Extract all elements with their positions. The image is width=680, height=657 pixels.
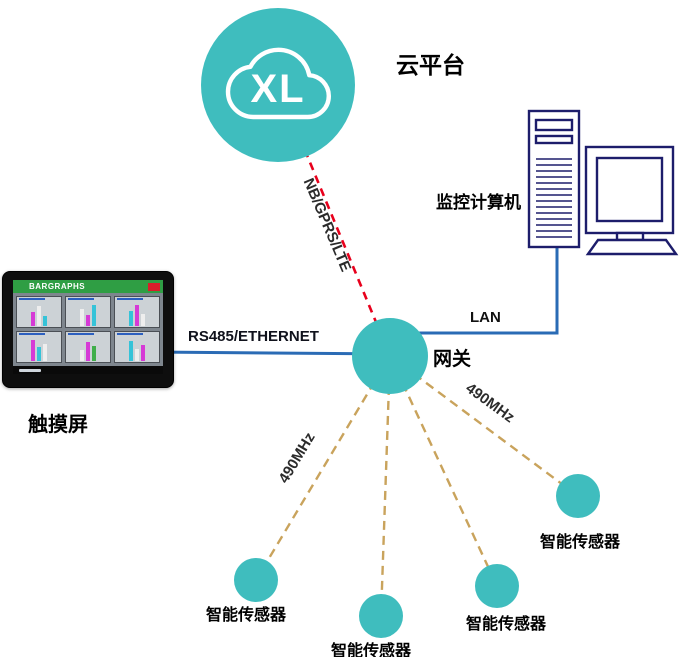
hmi-bar [129,311,133,326]
computer-vents [536,158,572,238]
computer-label: 监控计算机 [436,193,521,212]
link-gateway-sensor1 [254,355,392,581]
hmi-bar [135,348,139,361]
hmi-bar [141,344,145,361]
hmi-bar [80,308,84,326]
hmi-bar [86,342,90,361]
sensor3-node [475,564,519,608]
cloud-logo-text: XL [250,67,305,111]
computer-drive-bay-1 [534,118,574,132]
cloud-label: 云平台 [396,52,465,78]
hmi-bar [43,343,47,361]
sensor4-node [556,474,600,518]
hmi-bar-panel [114,331,160,363]
sensor1-node [234,558,278,602]
hmi-bar [31,312,35,326]
gateway-node [352,318,428,394]
hmi-alarm-indicator [148,282,160,291]
gateway-label: 网关 [433,349,472,370]
hmi-bar-panel [16,331,62,363]
hmi-bar-panel [65,296,111,328]
hmi-bar [86,314,90,326]
hmi-footer [13,366,163,374]
link-gateway-computer [395,246,559,335]
cloud-node [201,8,355,162]
hmi-brand-mark [19,368,41,372]
computer-tower [527,109,581,249]
hmi-titlebar: BARGRAPHS [13,280,163,293]
link-gateway-sensor3 [388,355,499,587]
link-label-lan: LAN [470,309,501,326]
monitor-screen [595,156,664,223]
hmi-bar [92,304,96,326]
hmi-bar [31,339,35,361]
hmi-bar [92,346,96,361]
hmi-bar [141,313,145,326]
computer-graphic [527,109,679,256]
hmi-bar [80,349,84,361]
computer-drive-bay-2 [534,134,574,145]
link-touchscreen-gateway [149,350,391,356]
touchscreen-device: BARGRAPHS [2,271,174,388]
cloud-icon [225,47,332,120]
hmi-bar [135,304,139,326]
hmi-bar [129,341,133,361]
monitor-base [585,238,679,256]
sensor2-label: 智能传感器 [330,643,412,657]
sensor3-label: 智能传感器 [465,616,547,633]
sensor1-label: 智能传感器 [205,607,287,624]
hmi-panels [13,293,163,366]
touchscreen-display: BARGRAPHS [13,280,163,374]
link-label-rs485-ethernet: RS485/ETHERNET [188,328,319,345]
hmi-bar-panel [16,296,62,328]
sensor4-label: 智能传感器 [539,534,621,551]
link-gateway-sensor4 [389,355,579,497]
hmi-bar-panel [65,331,111,363]
hmi-bar [43,316,47,326]
touchscreen-label: 触摸屏 [28,414,88,436]
hmi-bar [37,347,41,361]
hmi-bar-panel [114,296,160,328]
hmi-title: BARGRAPHS [29,282,86,291]
hmi-bar [37,306,41,326]
sensor2-node [359,594,403,638]
link-gateway-sensor2 [379,355,392,617]
